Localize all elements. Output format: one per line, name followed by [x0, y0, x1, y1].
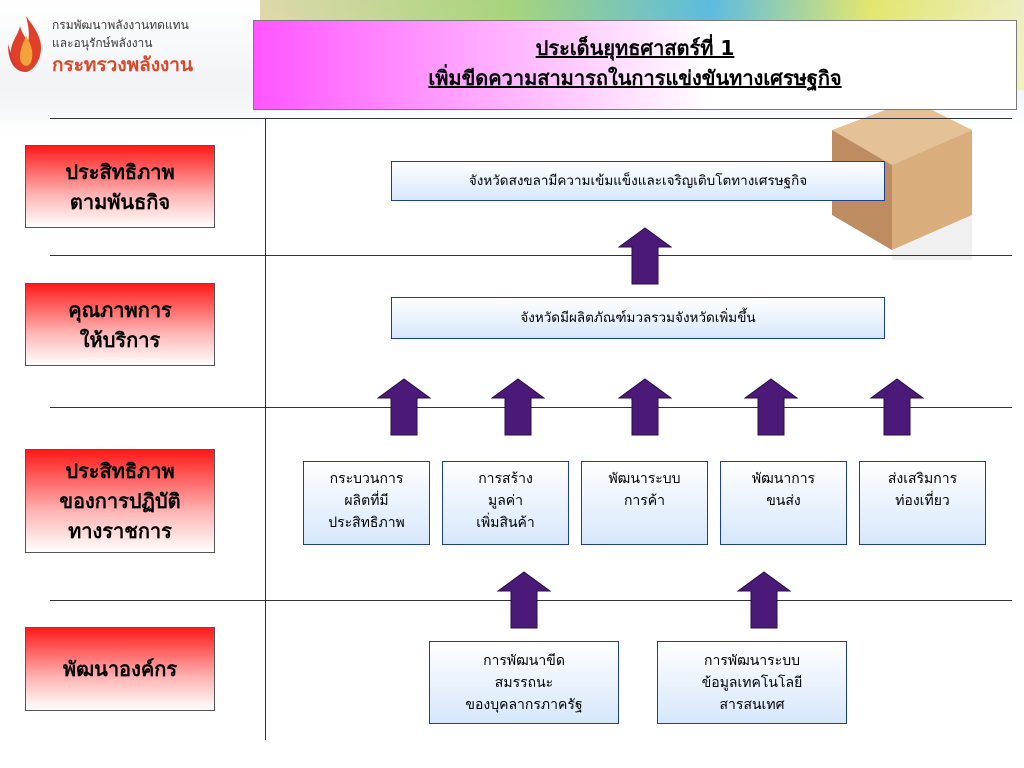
logo-text-ministry: กระทรวงพลังงาน	[52, 54, 193, 76]
arrow-up-icon	[497, 571, 551, 629]
strategy-box-production: กระบวนการ ผลิตที่มี ประสิทธิภาพ	[303, 461, 430, 545]
strategy-box-transport: พัฒนาการ ขนส่ง	[720, 461, 847, 545]
grid-line-2	[50, 255, 1012, 256]
arrow-up-icon	[618, 378, 672, 436]
logo-text-line2: และอนุรักษ์พลังงาน	[52, 36, 153, 50]
row-label-operation: ประสิทธิภาพ ของการปฏิบัติ ทางราชการ	[25, 449, 215, 553]
arrow-up-icon	[491, 378, 545, 436]
row-label-service: คุณภาพการ ให้บริการ	[25, 283, 215, 366]
strategy-box-tourism: ส่งเสริมการ ท่องเที่ยว	[859, 461, 986, 545]
goal-box-growth: จังหวัดสงขลามีความเข้มแข็งและเจริญเติบโต…	[391, 161, 885, 201]
title-line1: ประเด็นยุทธศาสตร์ที่ 1	[535, 36, 735, 60]
goal-box-gpp: จังหวัดมีผลิตภัณฑ์มวลรวมจังหวัดเพิ่มขึ้น	[391, 297, 885, 339]
org-box-it-system: การพัฒนาระบบ ข้อมูลเทคโนโลยี สารสนเทศ	[657, 641, 847, 724]
grid-divider-vertical	[265, 118, 266, 740]
strategy-box-value-added: การสร้าง มูลค่า เพิ่มสินค้า	[442, 461, 569, 545]
arrow-up-icon	[870, 378, 924, 436]
arrow-up-icon	[737, 571, 791, 629]
arrow-up-icon	[618, 227, 672, 285]
flame-logo-icon	[8, 16, 42, 72]
title-line2: เพิ่มขีดความสามารถในการแข่งขันทางเศรษฐกิ…	[428, 66, 842, 90]
strategy-box-trade: พัฒนาระบบ การค้า	[581, 461, 708, 545]
grid-line-1	[50, 118, 1012, 119]
row-label-mission: ประสิทธิภาพ ตามพันธกิจ	[25, 145, 215, 228]
arrow-up-icon	[377, 378, 431, 436]
row-label-organization: พัฒนาองค์กร	[25, 627, 215, 711]
slide-title: ประเด็นยุทธศาสตร์ที่ 1 เพิ่มขีดความสามาร…	[253, 20, 1017, 110]
logo-text-line1: กรมพัฒนาพลังงานทดแทน	[52, 18, 189, 32]
org-box-personnel: การพัฒนาขีด สมรรถนะ ของบุคลากรภาครัฐ	[429, 641, 619, 724]
banner-glow	[0, 0, 260, 130]
arrow-up-icon	[744, 378, 798, 436]
department-logo: กรมพัฒนาพลังงานทดแทน และอนุรักษ์พลังงาน …	[4, 10, 254, 80]
